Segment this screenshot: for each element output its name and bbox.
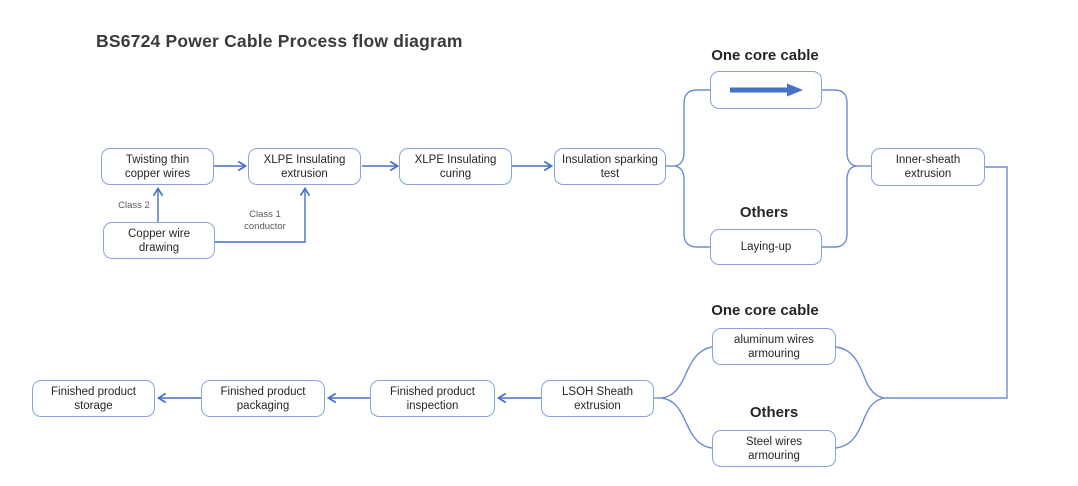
node-copper-wire-drawing: Copper wire drawing (103, 222, 215, 259)
branch-split-bottom-lower (835, 397, 885, 449)
node-label: XLPE Insulating extrusion (263, 153, 346, 180)
node-lsoh-sheath-extrusion: LSOH Sheath extrusion (541, 380, 654, 417)
section-label-one-core-cable-bottom: One core cable (711, 302, 819, 319)
node-steel-wires-armouring: Steel wires armouring (712, 430, 836, 467)
node-finished-product-packaging: Finished product packaging (201, 380, 325, 417)
diagram-title: BS6724 Power Cable Process flow diagram (96, 31, 463, 51)
node-finished-product-inspection: Finished product inspection (370, 380, 495, 417)
route-inner-sheath-to-bottom (884, 166, 1008, 399)
node-label: LSOH Sheath extrusion (562, 385, 633, 412)
node-aluminum-wires-armouring: aluminum wires armouring (712, 328, 836, 365)
branch-split-bottom-upper (835, 346, 885, 399)
node-label: Steel wires armouring (745, 435, 803, 462)
branch-merge-top-lower (822, 165, 857, 248)
node-label: Finished product inspection (389, 385, 476, 412)
node-label: Twisting thin copper wires (124, 153, 191, 180)
node-one-core-cable-direct (710, 71, 822, 109)
arrow-drawing-to-extrusion (215, 186, 311, 243)
node-laying-up: Laying-up (710, 229, 822, 265)
branch-split-top-upper (674, 89, 710, 167)
edge-label-class-2: Class 2 (118, 200, 150, 211)
branch-merge-bottom-upper (661, 346, 713, 399)
node-label: Inner-sheath extrusion (895, 154, 961, 180)
section-label-one-core-cable-top: One core cable (711, 47, 819, 64)
node-label: Copper wire drawing (128, 227, 190, 254)
branch-merge-bottom-lower (661, 397, 713, 449)
node-label: Laying-up (740, 241, 792, 253)
node-finished-product-storage: Finished product storage (32, 380, 155, 417)
section-label-others-top: Others (739, 204, 789, 221)
branch-merge-top-upper (822, 89, 857, 167)
section-label-others-bottom: Others (749, 404, 799, 421)
node-label: XLPE Insulating curing (414, 153, 497, 180)
node-label: Finished product storage (50, 385, 137, 412)
node-label: Insulation sparking test (562, 153, 658, 180)
node-inner-sheath-extrusion: Inner-sheath extrusion (871, 148, 985, 186)
node-label: aluminum wires armouring (734, 333, 814, 360)
node-xlpe-insulating-curing: XLPE Insulating curing (399, 148, 512, 185)
edge-label-class-1-conductor: Class 1 conductor (244, 209, 286, 232)
node-xlpe-insulating-extrusion: XLPE Insulating extrusion (248, 148, 361, 185)
branch-split-top-lower (674, 165, 710, 248)
node-label: Finished product packaging (220, 385, 306, 412)
node-insulation-sparking-test: Insulation sparking test (554, 148, 666, 185)
right-arrow-icon (730, 83, 803, 97)
node-twisting-thin-copper-wires: Twisting thin copper wires (101, 148, 214, 185)
